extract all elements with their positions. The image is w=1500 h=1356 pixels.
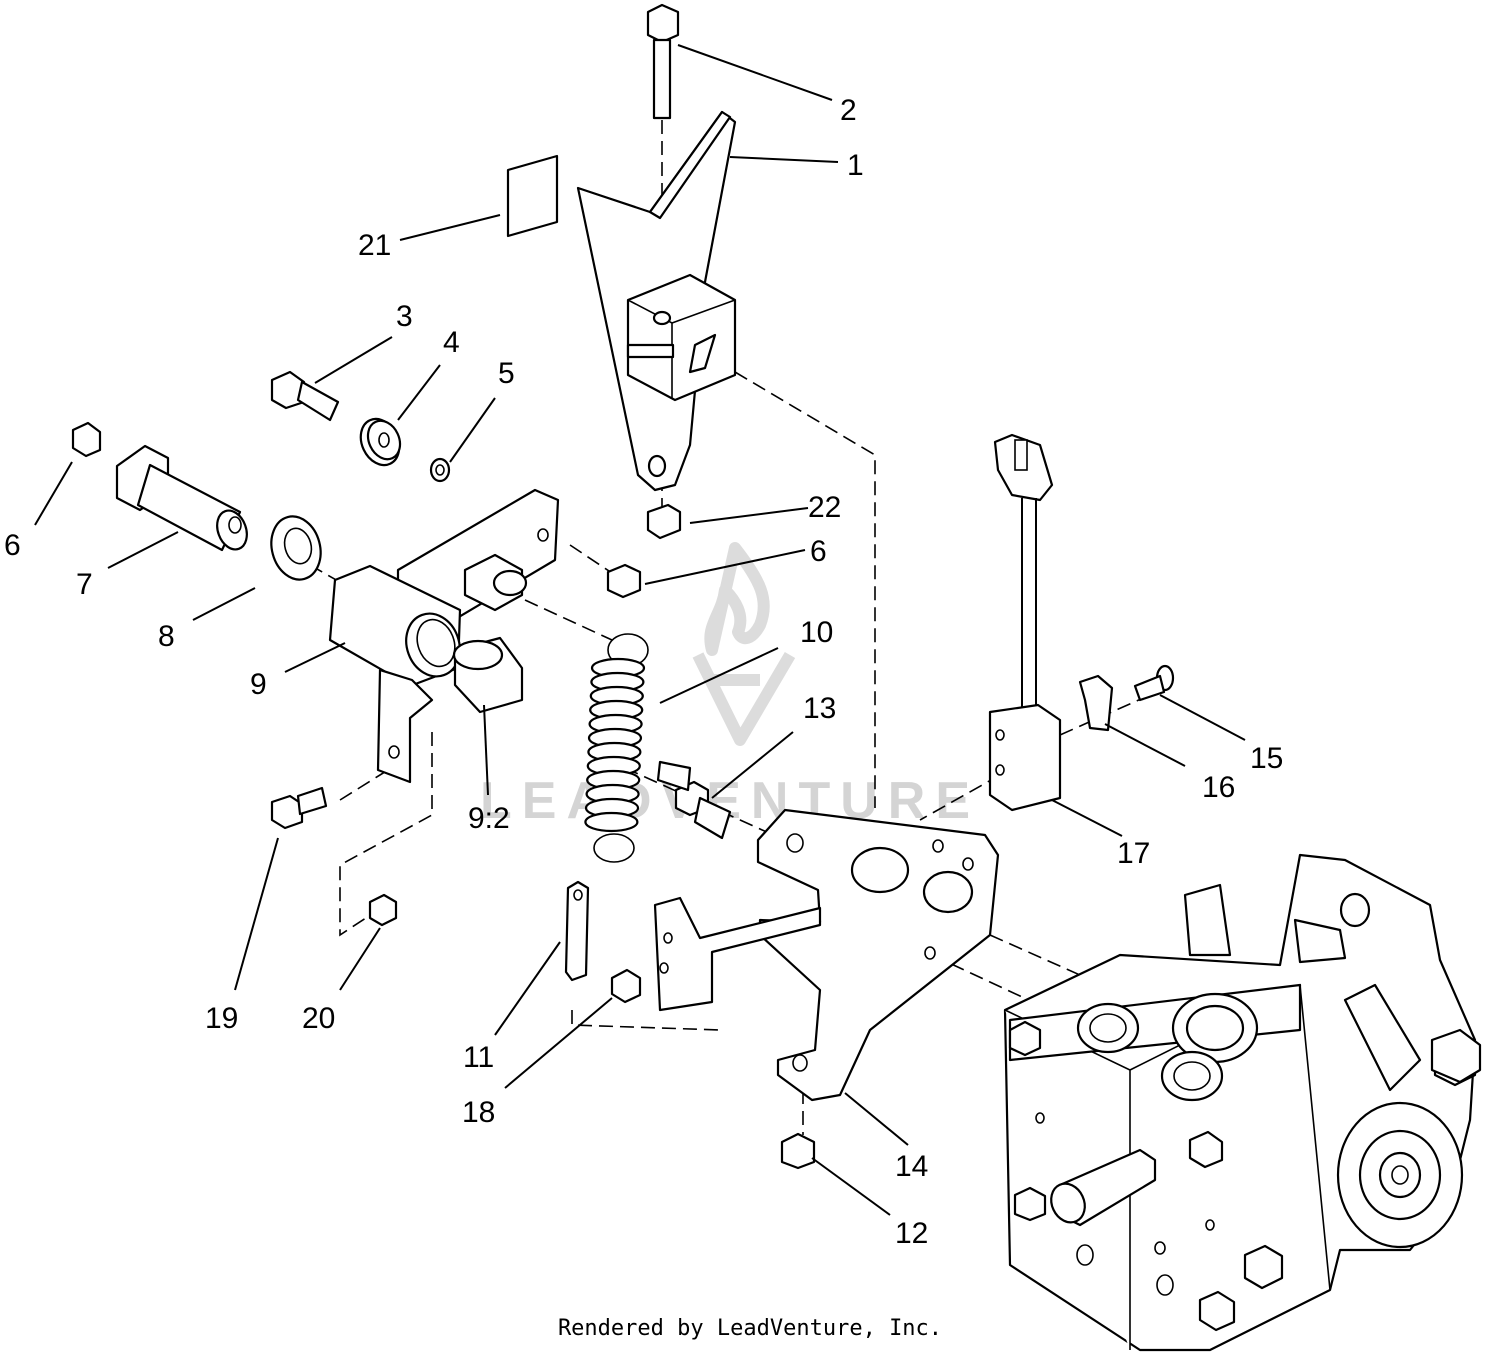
leader-lines bbox=[34, 44, 1246, 1216]
part-19-bolt bbox=[270, 786, 328, 830]
callout-17: 17 bbox=[1117, 837, 1150, 870]
part-17-sensor bbox=[988, 433, 1062, 812]
part-10-extension-spring bbox=[584, 633, 649, 863]
callout-labels: 2 1 21 3 4 5 22 6 6 7 8 10 9 13 15 16 9:… bbox=[4, 94, 1283, 1250]
part-12-nut bbox=[780, 1132, 816, 1170]
part-18-nut bbox=[610, 968, 642, 1004]
part-6-nut-right bbox=[606, 563, 642, 599]
part-6-nut-left bbox=[71, 421, 102, 458]
part-14-mounting-plate bbox=[653, 808, 1000, 1102]
callout-6-right: 6 bbox=[810, 535, 827, 568]
callout-6-left: 6 bbox=[4, 529, 21, 562]
part-20-nut bbox=[368, 893, 398, 927]
callout-9: 9 bbox=[250, 668, 267, 701]
callout-10: 10 bbox=[800, 616, 833, 649]
callout-12: 12 bbox=[895, 1217, 928, 1250]
part-3-bolt bbox=[270, 370, 340, 422]
callout-5: 5 bbox=[498, 357, 515, 390]
part-7-pivot-shaft bbox=[115, 444, 248, 552]
callout-15: 15 bbox=[1250, 742, 1283, 775]
part-9-bracket bbox=[328, 488, 560, 784]
part-22-nut bbox=[646, 503, 682, 540]
callout-7: 7 bbox=[76, 568, 93, 601]
callout-8: 8 bbox=[158, 620, 175, 653]
callout-16: 16 bbox=[1202, 771, 1235, 804]
callout-18: 18 bbox=[462, 1096, 495, 1129]
part-16-clip bbox=[1078, 674, 1114, 732]
hydro-pump bbox=[1003, 853, 1482, 1352]
callout-4: 4 bbox=[443, 326, 460, 359]
part-13-bolt bbox=[656, 760, 732, 840]
callout-13: 13 bbox=[803, 692, 836, 725]
callout-9-2: 9:2 bbox=[468, 802, 510, 835]
callout-1: 1 bbox=[847, 149, 864, 182]
part-11-pin bbox=[564, 880, 590, 982]
callout-3: 3 bbox=[396, 300, 413, 333]
callout-11: 11 bbox=[463, 1041, 494, 1074]
part-15-screw bbox=[1133, 664, 1175, 702]
part-1-lever-arm bbox=[576, 110, 737, 492]
footer-credit: Rendered by LeadVenture, Inc. bbox=[557, 1316, 943, 1341]
part-5-lock-washer bbox=[429, 457, 451, 483]
callout-19: 19 bbox=[205, 1002, 238, 1035]
callout-21: 21 bbox=[358, 229, 391, 262]
part-21-decal bbox=[506, 154, 559, 238]
watermark-v-icon bbox=[692, 651, 796, 746]
callout-2: 2 bbox=[840, 94, 857, 127]
watermark-flame-icon bbox=[704, 542, 770, 656]
spring-coil bbox=[584, 811, 639, 833]
watermark-text: LEADVENTURE bbox=[480, 772, 980, 830]
callout-22: 22 bbox=[808, 491, 841, 524]
part-8-flat-washer bbox=[270, 515, 322, 581]
part-4-washer bbox=[359, 417, 402, 467]
watermark: LEADVENTURE bbox=[480, 542, 980, 830]
callout-14: 14 bbox=[895, 1150, 928, 1183]
part-9-2-bushing bbox=[452, 636, 524, 714]
part-2-bolt bbox=[646, 3, 680, 120]
callout-20: 20 bbox=[302, 1002, 335, 1035]
